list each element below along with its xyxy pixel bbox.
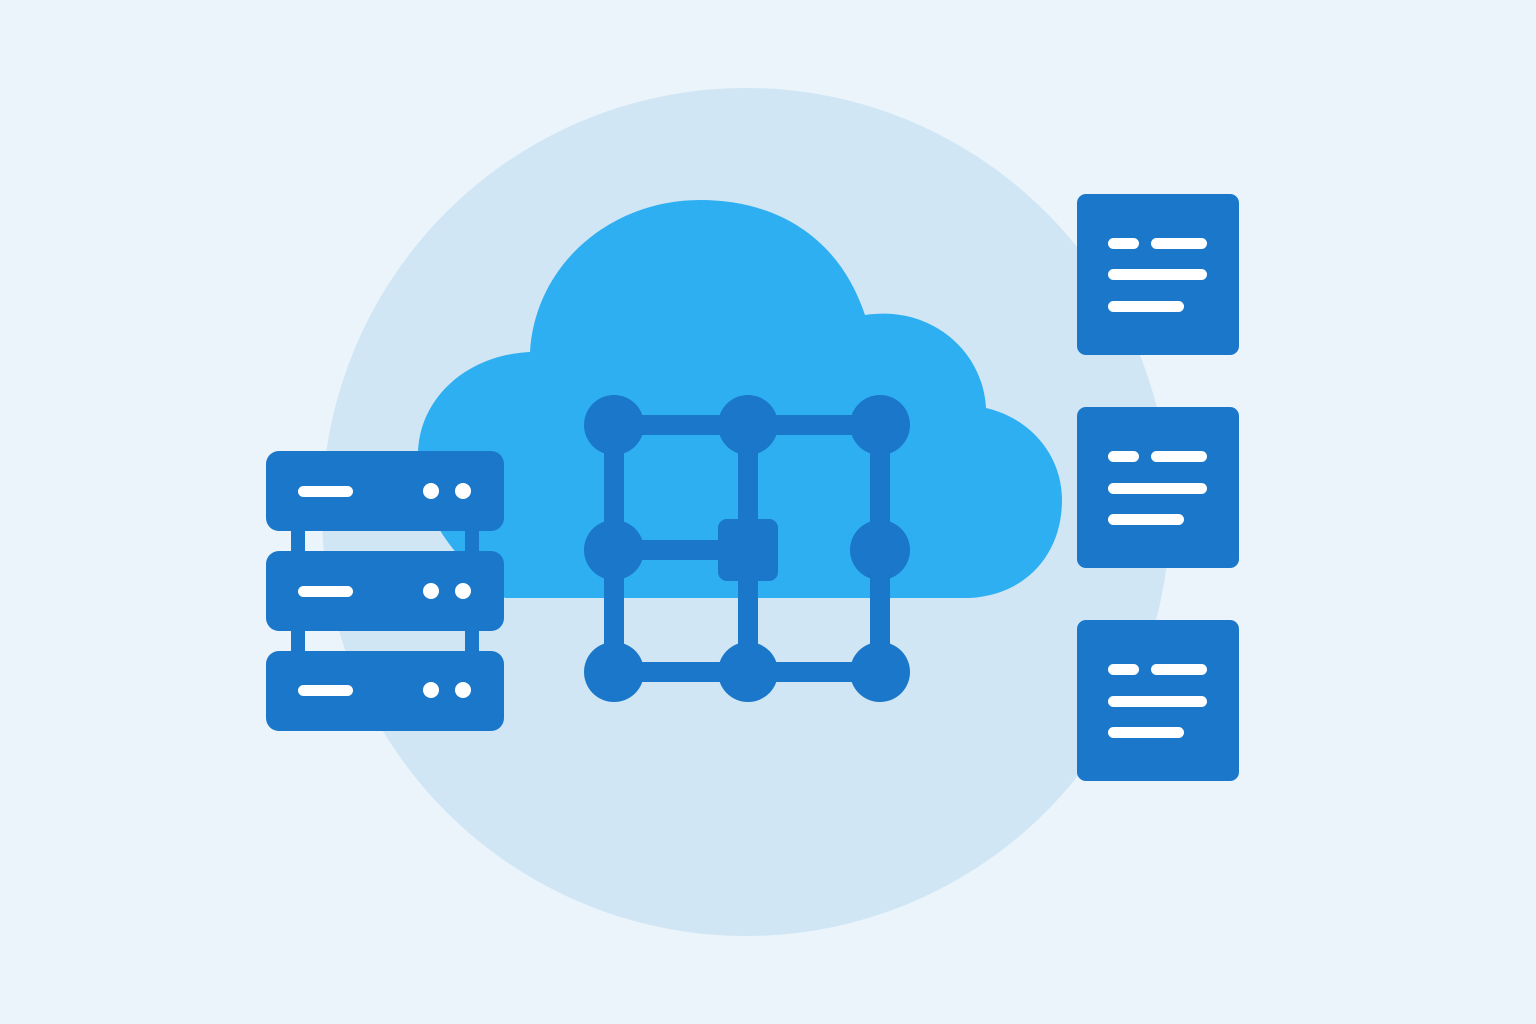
server-unit-led [455,682,471,698]
server-unit-led [455,483,471,499]
server-rack-icon [266,451,504,731]
grid-center-node [718,519,778,581]
server-unit-led [423,483,439,499]
server-unit [266,551,504,631]
document-stack [1077,194,1239,781]
document-icon [1077,620,1239,781]
document-line [1108,451,1139,462]
document-line [1108,727,1184,738]
document-line [1151,664,1207,675]
document-line [1108,514,1184,525]
document-line [1108,696,1207,707]
server-unit [266,651,504,731]
grid-node [584,520,644,580]
document-icon [1077,194,1239,355]
server-unit-slot [298,586,353,597]
document-line [1151,451,1207,462]
grid-node [850,395,910,455]
document-line [1108,483,1207,494]
grid-node [850,520,910,580]
grid-nodes [584,395,910,702]
server-unit-led [455,583,471,599]
network-grid-icon [584,395,910,702]
document-line [1108,238,1139,249]
server-unit-body [266,451,504,531]
document-line [1108,664,1139,675]
document-line [1108,301,1184,312]
server-unit-slot [298,486,353,497]
server-unit [266,451,504,531]
grid-node [584,395,644,455]
server-unit-led [423,682,439,698]
grid-node [718,395,778,455]
server-unit-slot [298,685,353,696]
grid-node [584,642,644,702]
server-unit-body [266,651,504,731]
grid-node [850,642,910,702]
server-unit-led [423,583,439,599]
server-unit-body [266,551,504,631]
grid-node [718,642,778,702]
document-line [1151,238,1207,249]
document-line [1108,269,1207,280]
document-icon [1077,407,1239,568]
